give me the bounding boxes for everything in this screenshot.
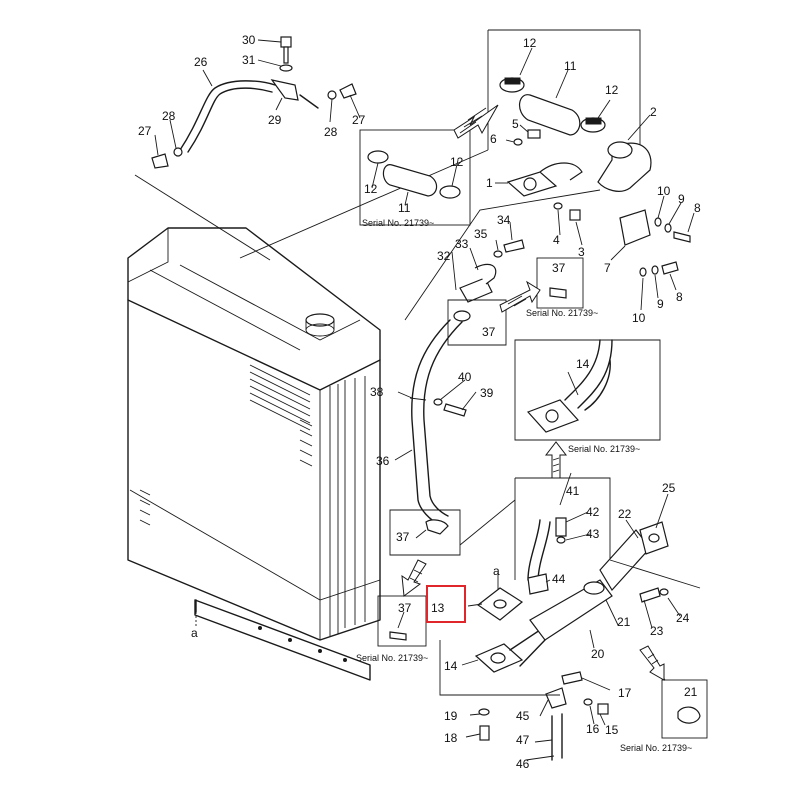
label-part-22: 22 <box>618 507 632 521</box>
label-ref-a-left: a <box>191 626 198 640</box>
label-part-18: 18 <box>444 731 458 745</box>
label-part-30: 30 <box>242 33 256 47</box>
label-part-42: 42 <box>586 505 600 519</box>
label-part-8a: 8 <box>694 201 701 215</box>
label-part-29: 29 <box>268 113 282 127</box>
label-part-12b: 12 <box>605 83 619 97</box>
label-part-21b: 21 <box>684 685 698 699</box>
label-part-23: 23 <box>650 624 664 638</box>
label-part-10b: 10 <box>632 311 646 325</box>
label-part-2: 2 <box>650 105 657 119</box>
label-part-28b: 28 <box>324 125 338 139</box>
label-part-15: 15 <box>605 723 619 737</box>
label-part-35: 35 <box>474 227 488 241</box>
label-ref-a-right: a <box>493 564 500 578</box>
label-part-33: 33 <box>455 237 469 251</box>
serial-note-1: Serial No. 21739~ <box>362 218 434 228</box>
label-part-40: 40 <box>458 370 472 384</box>
label-part-16: 16 <box>586 722 600 736</box>
label-part-37b: 37 <box>552 261 566 275</box>
upper-hose-group <box>239 29 695 321</box>
serial-note-4: Serial No. 21739~ <box>356 653 428 663</box>
label-part-7: 7 <box>604 261 611 275</box>
label-part-12c: 12 <box>450 155 464 169</box>
label-part-36: 36 <box>376 454 390 468</box>
label-part-28a: 28 <box>162 109 176 123</box>
part-13-highlight <box>426 585 466 623</box>
label-part-13: 13 <box>431 601 445 615</box>
label-part-12d: 12 <box>364 182 378 196</box>
label-part-25: 25 <box>662 481 676 495</box>
label-part-12a: 12 <box>523 36 537 50</box>
label-part-27a: 27 <box>138 124 152 138</box>
label-part-21a: 21 <box>617 615 631 629</box>
label-part-9a: 9 <box>678 192 685 206</box>
label-part-45: 45 <box>516 709 530 723</box>
label-part-47: 47 <box>516 733 530 747</box>
label-part-11a: 11 <box>564 59 577 73</box>
direction-arrows <box>401 104 665 681</box>
label-part-32: 32 <box>437 249 451 263</box>
label-part-17: 17 <box>618 686 632 700</box>
label-part-26: 26 <box>194 55 208 69</box>
label-part-38: 38 <box>370 385 384 399</box>
label-part-46: 46 <box>516 757 530 771</box>
label-part-1: 1 <box>486 176 493 190</box>
label-part-41: 41 <box>566 484 580 498</box>
label-part-24: 24 <box>676 611 690 625</box>
label-part-11b: 11 <box>398 201 411 215</box>
serial-note-2: Serial No. 21739~ <box>526 308 598 318</box>
label-part-39: 39 <box>480 386 494 400</box>
overflow-hose-group <box>134 36 361 261</box>
part-labels: 1 2 3 4 5 6 7 8 8 9 9 10 10 11 11 12 12 … <box>138 33 701 771</box>
label-part-3: 3 <box>578 245 585 259</box>
label-part-14a: 14 <box>576 357 590 371</box>
serial-note-5: Serial No. 21739~ <box>620 743 692 753</box>
label-part-37d: 37 <box>398 601 412 615</box>
label-part-27b: 27 <box>352 113 366 127</box>
label-part-37a: 37 <box>482 325 496 339</box>
label-part-19: 19 <box>444 709 458 723</box>
label-part-44: 44 <box>552 572 566 586</box>
label-part-10a: 10 <box>657 184 671 198</box>
label-part-20: 20 <box>591 647 605 661</box>
lower-left-boxes <box>377 499 516 647</box>
lower-pipe-group <box>439 339 708 761</box>
radiator-assembly <box>127 227 381 681</box>
label-part-6: 6 <box>490 132 497 146</box>
label-part-37c: 37 <box>396 530 410 544</box>
serial-notes: Serial No. 21739~ Serial No. 21739~ Seri… <box>356 218 692 753</box>
label-part-8b: 8 <box>676 290 683 304</box>
label-part-4: 4 <box>553 233 560 247</box>
label-part-14b: 14 <box>444 659 458 673</box>
label-part-31: 31 <box>242 53 256 67</box>
label-part-5: 5 <box>512 117 519 131</box>
label-part-9b: 9 <box>657 297 664 311</box>
label-part-43: 43 <box>586 527 600 541</box>
serial-note-3: Serial No. 21739~ <box>568 444 640 454</box>
label-part-34: 34 <box>497 213 511 227</box>
